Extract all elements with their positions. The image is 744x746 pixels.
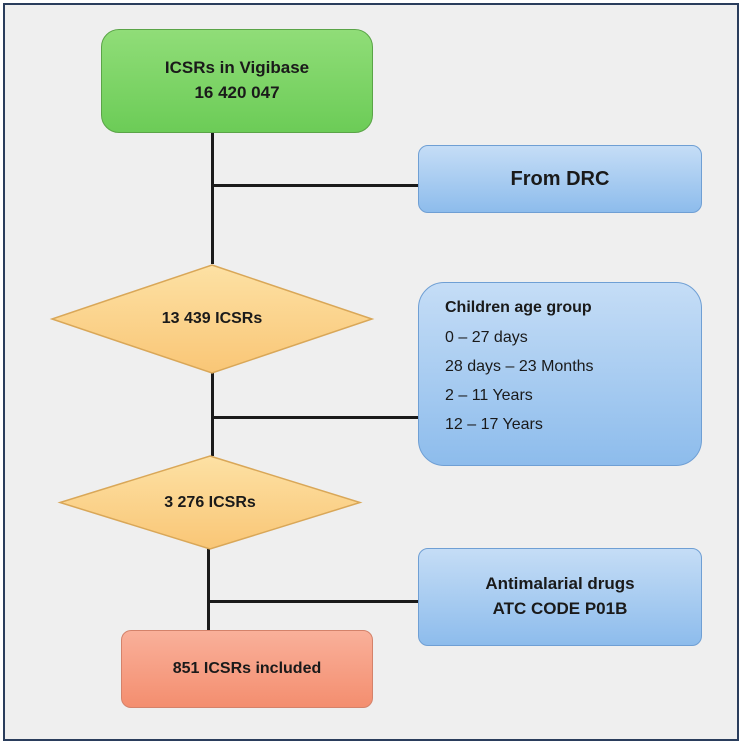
filter-box-antimalarial-drugs: Antimalarial drugs ATC CODE P01B	[418, 548, 702, 646]
start-box-count: 16 420 047	[194, 83, 280, 102]
age-group-item: 12 – 17 Years	[445, 416, 543, 433]
decision-diamond-3276: 3 276 ICSRs	[57, 455, 363, 550]
end-box-icsrs-included: 851 ICSRs included	[121, 630, 373, 708]
age-group-item: 28 days – 23 Months	[445, 358, 594, 375]
start-box-title: ICSRs in Vigibase	[164, 58, 310, 78]
decision-diamond-13439: 13 439 ICSRs	[49, 264, 375, 374]
age-group-item: 2 – 11 Years	[445, 387, 533, 404]
antimalarial-atc-code: ATC CODE P01B	[492, 599, 628, 618]
connector-start-to-decision1	[211, 132, 214, 264]
age-group-title: Children age group	[445, 299, 592, 316]
decision-diamond-3276-label: 3 276 ICSRs	[164, 493, 256, 511]
decision-diamond-shape	[49, 264, 375, 374]
decision-diamond-13439-label: 13 439 ICSRs	[161, 310, 263, 327]
connector-to-age-group	[211, 416, 419, 419]
end-box-label: 851 ICSRs included	[172, 660, 322, 678]
connector-decision1-to-decision2	[211, 372, 214, 456]
filter-box-from-drc-label: From DRC	[510, 167, 610, 190]
connector-to-from-drc	[211, 184, 419, 187]
decision-diamond-shape	[57, 455, 363, 550]
start-box-icsrs-vigibase: ICSRs in Vigibase 16 420 047	[101, 29, 373, 133]
connector-decision2-to-end	[207, 548, 210, 632]
filter-box-from-drc: From DRC	[418, 145, 702, 213]
age-group-item: 0 – 27 days	[445, 329, 528, 346]
antimalarial-title: Antimalarial drugs	[485, 574, 635, 594]
connector-to-antimalarial	[207, 600, 419, 603]
filter-box-children-age-group: Children age group 0 – 27 days 28 days –…	[418, 282, 702, 466]
